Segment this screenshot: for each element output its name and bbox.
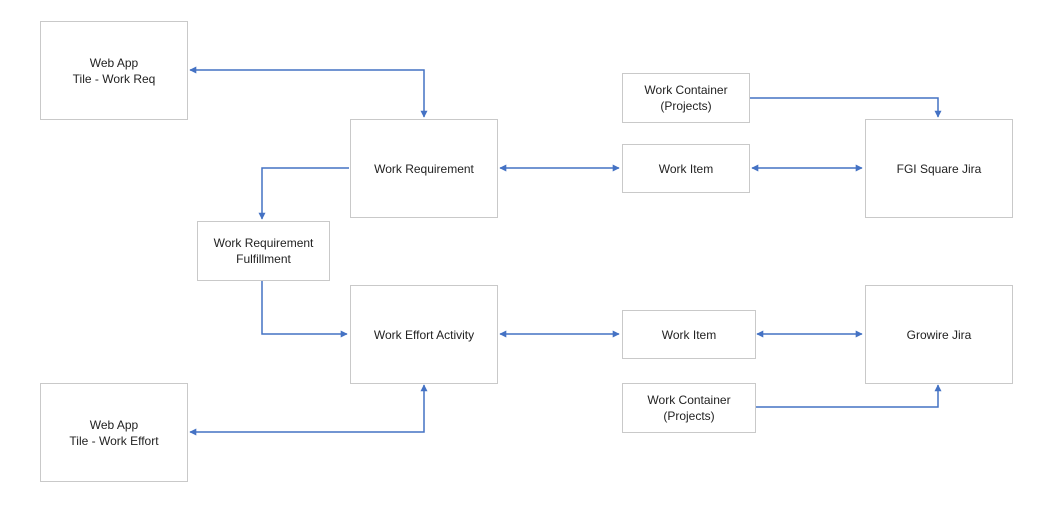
node-work-item-bottom[interactable]: Work Item [622, 310, 756, 359]
node-label: Work Container (Projects) [647, 393, 731, 423]
edge-work-requirement-fulfillment [258, 167, 349, 220]
edge-web-app-work-effort-work-effort-activity [189, 384, 428, 436]
node-label: Work Requirement Fulfillment [213, 236, 314, 266]
node-label: Work Item [658, 161, 714, 176]
node-label: Work Item [661, 327, 717, 342]
node-work-requirement[interactable]: Work Requirement [350, 119, 498, 218]
edge-work-requirement-web-app-work-req [189, 66, 428, 118]
node-label: Work Requirement [374, 161, 474, 176]
node-web-app-tile-work-effort[interactable]: Web App Tile - Work Effort [40, 383, 188, 482]
node-work-requirement-fulfillment[interactable]: Work Requirement Fulfillment [197, 221, 330, 281]
edge-work-container-bottom-growire-jira [755, 384, 942, 408]
node-work-item-top[interactable]: Work Item [622, 144, 750, 193]
node-web-app-tile-work-req[interactable]: Web App Tile - Work Req [40, 21, 188, 120]
node-label: Web App Tile - Work Effort [69, 417, 159, 448]
node-work-container-top[interactable]: Work Container (Projects) [622, 73, 750, 123]
edge-fulfillment-work-effort-activity [261, 281, 348, 338]
node-label: Work Effort Activity [373, 327, 475, 342]
edge-work-container-top-fgi-square-jira [750, 97, 942, 118]
node-label: Web App Tile - Work Req [72, 55, 156, 86]
node-label: FGI Square Jira [896, 161, 982, 176]
node-work-effort-activity[interactable]: Work Effort Activity [350, 285, 498, 384]
node-label: Growire Jira [906, 327, 972, 342]
node-work-container-bottom[interactable]: Work Container (Projects) [622, 383, 756, 433]
node-growire-jira[interactable]: Growire Jira [865, 285, 1013, 384]
node-label: Work Container (Projects) [644, 83, 728, 113]
node-fgi-square-jira[interactable]: FGI Square Jira [865, 119, 1013, 218]
